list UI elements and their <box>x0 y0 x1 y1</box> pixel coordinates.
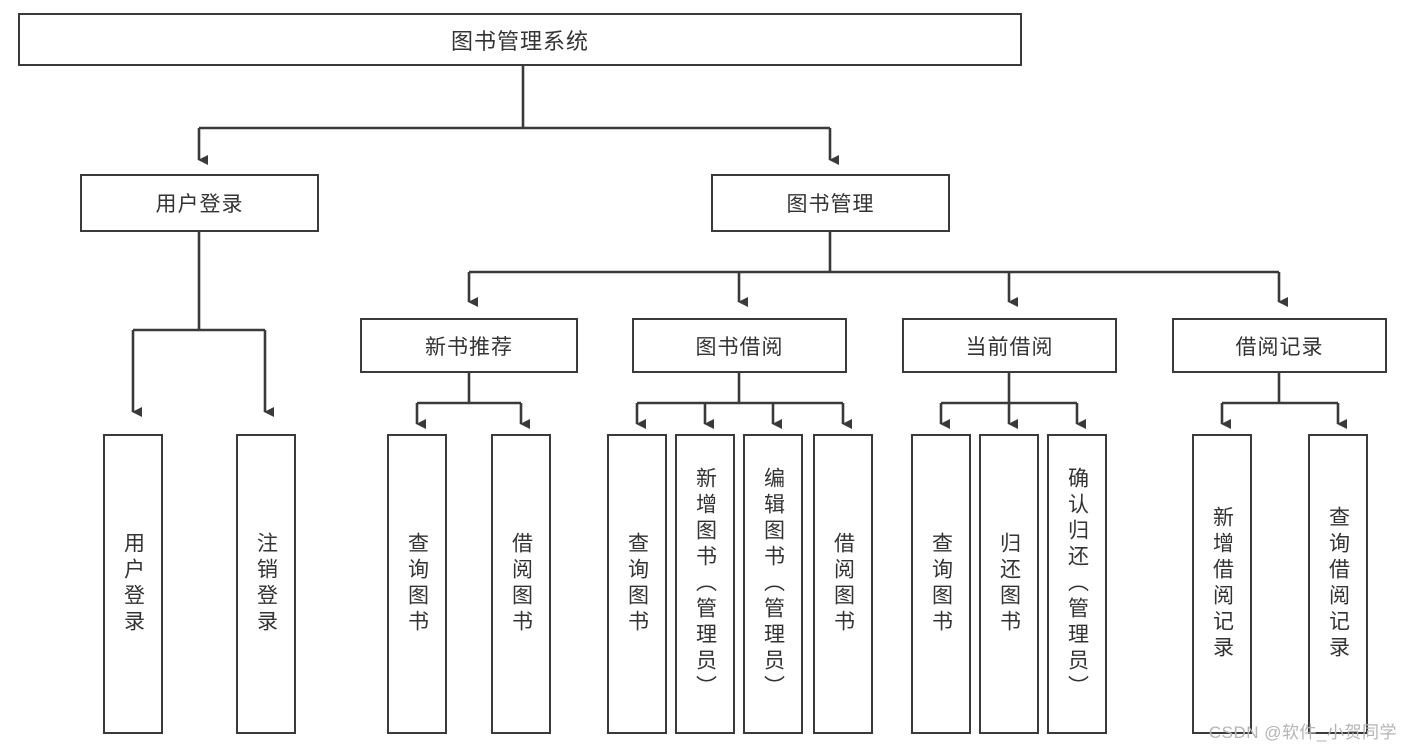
watermark: CSDN @软件_小贺同学 <box>1208 723 1397 742</box>
node-user-login[interactable]: 用户登录 <box>80 174 319 232</box>
node-leaf-query-book-2-label: 查询图书 <box>625 532 649 636</box>
node-leaf-add-book-label: 新增图书（管理员） <box>693 467 717 701</box>
node-leaf-user-login[interactable]: 用户登录 <box>103 434 163 734</box>
node-new-book-recommend-label: 新书推荐 <box>425 335 513 359</box>
node-leaf-return-book-label: 归还图书 <box>997 532 1021 636</box>
node-leaf-confirm-return[interactable]: 确认归还（管理员） <box>1047 434 1107 734</box>
node-book-borrow-label: 图书借阅 <box>695 335 784 359</box>
node-borrow-record[interactable]: 借阅记录 <box>1172 318 1387 373</box>
node-leaf-user-logout[interactable]: 注销登录 <box>236 434 296 734</box>
node-root-label: 图书管理系统 <box>450 28 589 54</box>
node-new-book-recommend[interactable]: 新书推荐 <box>360 318 578 373</box>
node-leaf-query-book-2[interactable]: 查询图书 <box>607 434 667 734</box>
node-borrow-record-label: 借阅记录 <box>1235 335 1324 359</box>
node-leaf-query-book-1-label: 查询图书 <box>405 532 429 636</box>
node-leaf-add-book[interactable]: 新增图书（管理员） <box>675 434 735 734</box>
node-leaf-borrow-book-2[interactable]: 借阅图书 <box>813 434 873 734</box>
node-leaf-add-record-label: 新增借阅记录 <box>1210 506 1234 662</box>
node-leaf-query-record-label: 查询借阅记录 <box>1326 506 1350 662</box>
node-leaf-borrow-book-1[interactable]: 借阅图书 <box>491 434 551 734</box>
node-leaf-query-book-3[interactable]: 查询图书 <box>911 434 971 734</box>
node-leaf-return-book[interactable]: 归还图书 <box>979 434 1039 734</box>
node-leaf-query-book-3-label: 查询图书 <box>929 532 953 636</box>
node-book-management-label: 图书管理 <box>786 193 875 216</box>
node-leaf-user-login-label: 用户登录 <box>121 532 145 636</box>
node-book-management[interactable]: 图书管理 <box>711 174 950 232</box>
node-leaf-add-record[interactable]: 新增借阅记录 <box>1192 434 1252 734</box>
node-book-borrow[interactable]: 图书借阅 <box>632 318 847 373</box>
node-current-borrow-label: 当前借阅 <box>965 335 1054 359</box>
node-root[interactable]: 图书管理系统 <box>18 13 1022 66</box>
node-leaf-edit-book[interactable]: 编辑图书（管理员） <box>743 434 803 734</box>
node-leaf-query-book-1[interactable]: 查询图书 <box>387 434 447 734</box>
node-leaf-borrow-book-1-label: 借阅图书 <box>509 532 533 636</box>
node-leaf-user-logout-label: 注销登录 <box>254 532 278 636</box>
node-user-login-label: 用户登录 <box>155 193 244 216</box>
node-leaf-confirm-return-label: 确认归还（管理员） <box>1065 467 1089 701</box>
node-leaf-borrow-book-2-label: 借阅图书 <box>831 532 855 636</box>
node-leaf-query-record[interactable]: 查询借阅记录 <box>1308 434 1368 734</box>
node-current-borrow[interactable]: 当前借阅 <box>902 318 1117 373</box>
node-leaf-edit-book-label: 编辑图书（管理员） <box>761 467 785 701</box>
